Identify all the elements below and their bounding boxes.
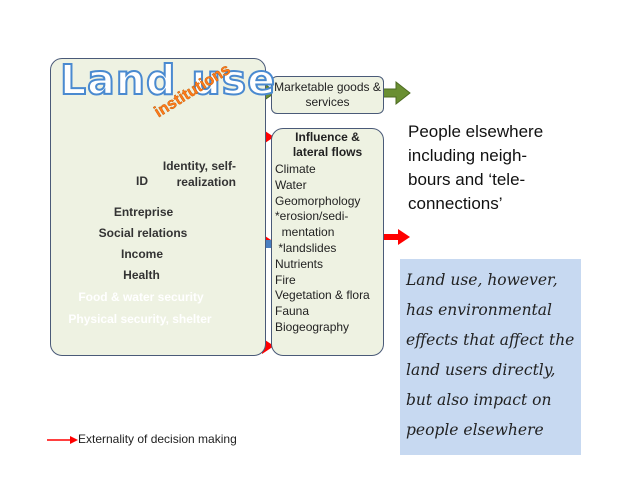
note-line: has environmental	[406, 301, 552, 319]
flow-item: Fire	[275, 272, 296, 287]
pyramid-label-4: Social relations	[98, 226, 188, 240]
green-arrow-market-out	[380, 80, 411, 106]
people-line: including neigh-	[408, 146, 528, 165]
note-text: Land use, however, has environmental effec…	[406, 265, 578, 445]
flow-item: Climate	[275, 162, 316, 176]
legend-label: Externality of decision making	[78, 432, 237, 446]
note-line: land users directly,	[406, 361, 556, 379]
flow-item: mentation	[275, 225, 335, 240]
pyramid-label-2: Health	[123, 268, 160, 282]
people-line: bours and ‘tele-	[408, 170, 526, 189]
flow-item: Fauna	[275, 304, 310, 319]
note-box	[400, 259, 581, 455]
flow-item: Vegetation & flora	[275, 288, 370, 303]
marketable-goods-label: Marketable goods & services	[274, 80, 381, 109]
flow-item: *landslides	[275, 240, 337, 255]
pyramid-label-5: Entreprise	[113, 205, 174, 219]
note-line: but also impact on	[406, 391, 552, 409]
identity-label: Identity, self-realization	[162, 159, 236, 189]
land-use-title: Land use	[59, 55, 277, 105]
influence-heading: Influence & lateral flows	[292, 130, 363, 159]
pyramid-label-1: Food & water security	[78, 290, 204, 304]
land-use-panel	[50, 58, 266, 356]
note-line: Land use, however,	[406, 271, 558, 289]
marketable-goods-box: Marketable goods & services	[271, 76, 384, 114]
legend-arrow-head	[70, 436, 78, 444]
pyramid-label-3: Income	[120, 247, 163, 261]
red-arrow-elsewhere	[383, 229, 410, 245]
flow-item: *erosion/sedi-	[275, 209, 349, 224]
influence-panel	[271, 128, 384, 356]
flow-item: Nutrients	[275, 256, 324, 271]
people-line: connections’	[408, 194, 503, 213]
note-line: effects that affect the	[406, 331, 575, 349]
people-elsewhere-text: People elsewhere including neigh-bours an…	[408, 120, 543, 216]
flow-item: Geomorphology	[275, 193, 361, 208]
flow-item: Biogeography	[275, 319, 350, 334]
note-line: people elsewhere	[406, 421, 544, 439]
people-line: People elsewhere	[408, 122, 544, 141]
pyramid-label-6: ID	[136, 174, 148, 188]
pyramid-label-0: Physical security, shelter	[68, 312, 212, 326]
flow-item: Water	[275, 177, 307, 192]
